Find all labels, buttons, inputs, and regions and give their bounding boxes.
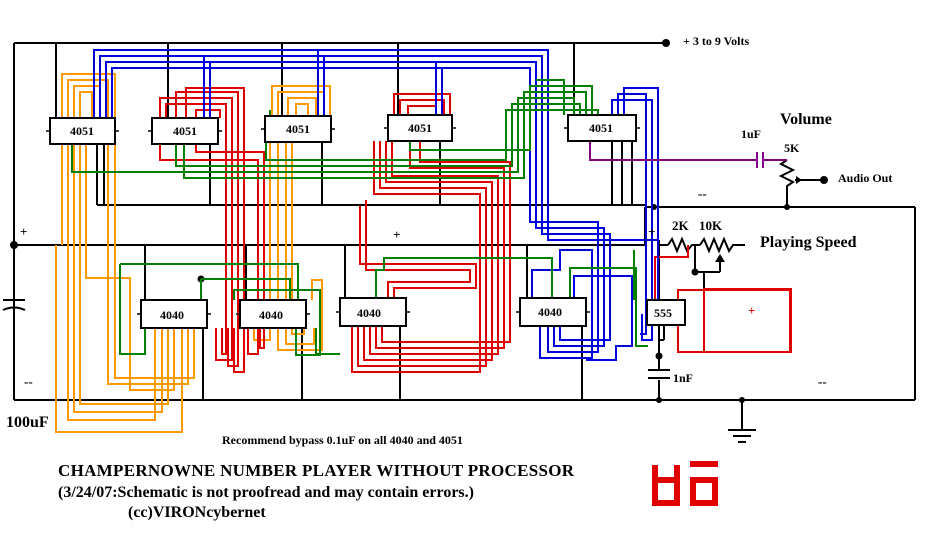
chip-4040-3: 4040 [339,297,407,327]
cap-1nf-label: 1nF [673,371,693,385]
pot-5k-label: 5K [784,141,800,155]
chip-4051-4: 4051 [387,114,453,142]
minus-sign: -- [818,374,827,389]
plus-sign: + [20,224,27,239]
chip-label: 4051 [286,122,310,136]
credit-text: (cc)VIRONcybernet [128,504,266,521]
minus-sign: -- [698,186,707,201]
supply-label: + 3 to 9 Volts [683,34,750,48]
green-wiring [71,79,648,356]
chip-label: 4040 [538,305,562,319]
chip-4040-1: 4040 [140,299,208,329]
cap-100uf-label: 100uF [6,414,49,431]
chip-4051-1: 4051 [49,117,116,145]
volume-label: Volume [780,111,832,128]
res-2k-label: 2K [672,218,690,233]
chip-label: 4040 [160,308,184,322]
junction-dots [10,39,828,403]
pot-10k-label: 10K [699,218,723,233]
chip-label: 4051 [589,121,613,135]
led-plus-sign: + [748,303,755,318]
plus-sign: + [648,224,655,239]
chip-label: 4040 [259,308,283,322]
chip-label: 555 [654,306,672,320]
disclaimer-text: (3/24/07:Schematic is not proofread and … [58,484,474,501]
audio-out-label: Audio Out [838,171,892,185]
chip-555: 555 [646,299,686,326]
chip-4051-3: 4051 [264,115,332,143]
chip-label: 4051 [173,124,197,138]
chip-4051-2: 4051 [151,117,219,145]
led-box [703,288,792,353]
blue-wiring [93,49,659,361]
schematic-title: CHAMPERNOWNE NUMBER PLAYER WITHOUT PROCE… [58,461,575,480]
red-wiring [159,87,791,373]
playing-speed-label: Playing Speed [760,234,857,251]
chip-pins [46,127,640,315]
seven-segment-logo [652,461,718,506]
purple-wiring [589,141,787,168]
cap-1uf-label: 1uF [741,127,761,141]
chip-label: 4040 [357,306,381,320]
plus-sign: + [393,227,400,242]
chip-label: 4051 [408,121,432,135]
minus-sign: -- [24,374,33,389]
bypass-note: Recommend bypass 0.1uF on all 4040 and 4… [222,433,463,447]
chip-4051-5: 4051 [567,114,637,142]
chip-4040-4: 4040 [519,297,587,327]
orange-wiring [55,73,331,433]
chip-label: 4051 [70,124,94,138]
chip-4040-2: 4040 [239,299,307,329]
